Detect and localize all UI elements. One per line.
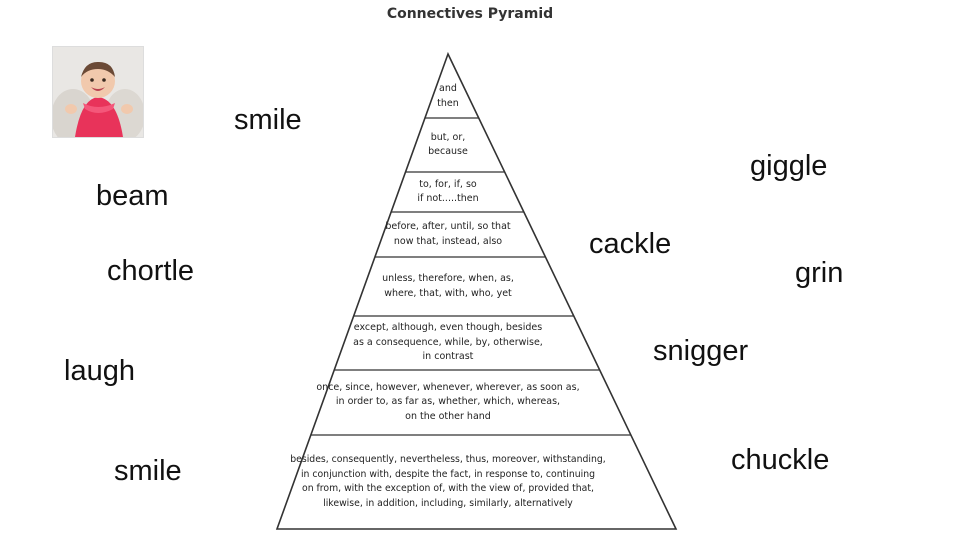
tier-line: unless, therefore, when, as, bbox=[382, 273, 514, 284]
word-laugh: laugh bbox=[64, 355, 135, 387]
tier-line: in contrast bbox=[422, 351, 474, 363]
word-smile-top: smile bbox=[234, 104, 302, 136]
word-cackle: cackle bbox=[589, 228, 672, 260]
baby-photo-drawing bbox=[53, 47, 143, 137]
pyramid-tier-6: except, although, even though, besides as… bbox=[330, 321, 567, 365]
tier-line: before, after, until, so that bbox=[385, 221, 511, 232]
word-giggle: giggle bbox=[750, 150, 828, 182]
word-beam: beam bbox=[96, 180, 169, 212]
pyramid-outline bbox=[275, 51, 678, 530]
pyramid-tier-5: unless, therefore, when, as, where, that,… bbox=[353, 272, 542, 301]
word-chuckle: chuckle bbox=[731, 444, 830, 476]
word-grin: grin bbox=[795, 257, 844, 289]
pyramid-tier-4: before, after, until, so that now that, i… bbox=[375, 220, 521, 249]
pyramid-tier-8: besides, consequently, nevertheless, thu… bbox=[271, 453, 625, 511]
tier-line: in conjunction with, despite the fact, i… bbox=[300, 468, 596, 480]
tier-line: but, or, bbox=[430, 131, 466, 143]
pyramid-title: Connectives Pyramid bbox=[386, 6, 554, 22]
tier-line: to, for, if, so bbox=[419, 178, 477, 190]
tier-line: likewise, in addition, including, simila… bbox=[323, 497, 573, 509]
tier-line: because bbox=[428, 146, 468, 157]
tier-line: on from, with the exception of, with the… bbox=[302, 483, 594, 494]
tier-line: besides, consequently, nevertheless, thu… bbox=[290, 454, 606, 465]
tier-line: and bbox=[439, 83, 457, 94]
tier-line: on the other hand bbox=[405, 410, 491, 422]
tier-line: as a consequence, while, by, otherwise, bbox=[353, 336, 543, 348]
tier-line: in order to, as far as, whether, which, … bbox=[335, 396, 561, 408]
word-smile-bottom: smile bbox=[114, 455, 182, 487]
tier-line: once, since, however, whenever, wherever… bbox=[316, 381, 580, 393]
tier-line: then bbox=[437, 97, 459, 109]
word-chortle: chortle bbox=[107, 255, 195, 287]
tier-line: if not.....then bbox=[417, 193, 479, 204]
baby-photo bbox=[52, 46, 144, 138]
tier-line: except, although, even though, besides bbox=[353, 322, 543, 334]
tier-line: where, that, with, who, yet bbox=[384, 287, 512, 299]
pyramid-tier-1: and then bbox=[433, 82, 463, 111]
pyramid-tier-dividers bbox=[310, 117, 631, 436]
pyramid-tier-2: but, or, because bbox=[413, 131, 483, 160]
word-snigger: snigger bbox=[653, 335, 749, 367]
tier-line: now that, instead, also bbox=[393, 235, 503, 247]
pyramid-tier-7: once, since, however, whenever, wherever… bbox=[305, 381, 592, 425]
pyramid-tier-3: to, for, if, so if not.....then bbox=[393, 178, 503, 207]
